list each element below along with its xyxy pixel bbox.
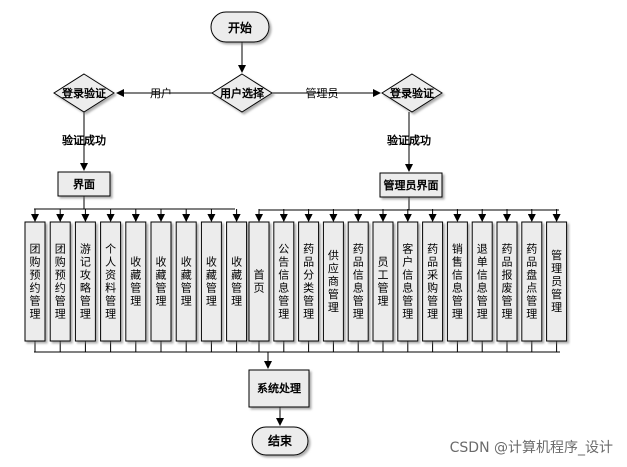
admin-verify-label: 登录验证 (389, 86, 434, 100)
choice-label: 用户选择 (220, 86, 265, 100)
admin-module-box: 公告信息管理 (273, 221, 295, 342)
admin-module-label: 供应商管理 (328, 248, 339, 314)
start-node: 开始 (210, 11, 270, 43)
admin-module-label: 管理员管理 (551, 248, 562, 314)
user-module-label: 收藏管理 (206, 255, 217, 308)
user-verify-label: 登录验证 (61, 86, 106, 100)
user-module-label: 收藏管理 (156, 255, 167, 308)
admin-module-label: 药品报废管理 (502, 243, 513, 321)
admin-module-label: 药品信息管理 (353, 243, 364, 321)
admin-module-box: 药品信息管理 (347, 221, 369, 342)
user-ui-label: 界面 (73, 178, 95, 191)
admin-login-verify-decision: 登录验证 (381, 73, 443, 113)
admin-module-box: 供应商管理 (322, 221, 344, 342)
admin-module-label: 首页 (254, 268, 265, 295)
admin-module-label: 客户信息管理 (402, 242, 413, 321)
admin-module-label: 退单信息管理 (477, 243, 488, 321)
user-module-label: 团购预约管理 (30, 243, 41, 321)
system-process-node: 系统处理 (248, 369, 310, 408)
user-module-label: 游记攻略管理 (80, 243, 91, 321)
admin-module-box: 退单信息管理 (471, 221, 493, 342)
user-module-box: 收藏管理 (125, 221, 147, 342)
user-choice-decision: 用户选择 (211, 73, 273, 113)
module-connectors (31, 209, 561, 352)
admin-interface-node: 管理员界面 (379, 172, 443, 198)
admin-module-label: 药品采购管理 (427, 243, 438, 321)
admin-module-list: 首页 公告信息管理 药品分类管理 供应商管理 药品信息管理 员工管理 客户信息管理 药品采购管… (248, 221, 568, 342)
admin-module-box: 员工管理 (372, 221, 394, 342)
admin-module-label: 公告信息管理 (278, 243, 289, 321)
admin-module-label: 员工管理 (378, 256, 389, 308)
admin-module-box: 首页 (248, 221, 270, 342)
admin-module-box: 客户信息管理 (397, 221, 419, 342)
start-label: 开始 (228, 20, 252, 35)
user-module-label: 团购预约管理 (55, 243, 66, 321)
process-label: 系统处理 (257, 381, 301, 395)
user-login-verify-decision: 登录验证 (53, 73, 115, 113)
user-module-label: 收藏管理 (130, 255, 141, 308)
user-module-label: 收藏管理 (231, 255, 242, 308)
user-module-box: 个人资料管理 (100, 221, 122, 342)
user-interface-node: 界面 (57, 171, 111, 197)
user-module-box: 游记攻略管理 (74, 221, 96, 342)
user-verify-success-label: 验证成功 (62, 133, 106, 147)
user-branch-label: 用户 (150, 86, 172, 100)
admin-branch-label: 管理员 (306, 86, 339, 100)
user-module-box: 团购预约管理 (49, 221, 71, 342)
admin-module-box: 药品分类管理 (298, 221, 320, 342)
user-module-box: 收藏管理 (175, 221, 197, 342)
end-node: 结束 (251, 426, 309, 456)
connectors (34, 42, 560, 426)
admin-module-box: 管理员管理 (546, 221, 568, 342)
csdn-watermark: CSDN @计算机程序_设计 (449, 440, 613, 456)
user-module-label: 收藏管理 (181, 255, 192, 308)
user-module-label: 个人资料管理 (105, 243, 116, 321)
admin-module-label: 药品分类管理 (303, 243, 314, 321)
admin-module-box: 销售信息管理 (446, 221, 468, 342)
user-module-box: 收藏管理 (200, 221, 222, 342)
user-module-box: 收藏管理 (226, 221, 248, 342)
admin-module-label: 销售信息管理 (452, 242, 463, 321)
user-module-box: 团购预约管理 (24, 221, 46, 342)
admin-module-box: 药品采购管理 (422, 221, 444, 342)
admin-verify-success-label: 验证成功 (387, 133, 431, 147)
user-module-box: 收藏管理 (150, 221, 172, 342)
end-label: 结束 (268, 433, 293, 448)
admin-module-box: 药品盘点管理 (521, 221, 543, 342)
admin-ui-label: 管理员界面 (384, 178, 439, 192)
user-module-list: 团购预约管理 团购预约管理 游记攻略管理 个人资料管理 收藏管理 收藏管理 收藏管理 收藏管理… (24, 221, 248, 342)
admin-module-box: 药品报废管理 (496, 221, 518, 342)
admin-module-label: 药品盘点管理 (526, 243, 537, 321)
